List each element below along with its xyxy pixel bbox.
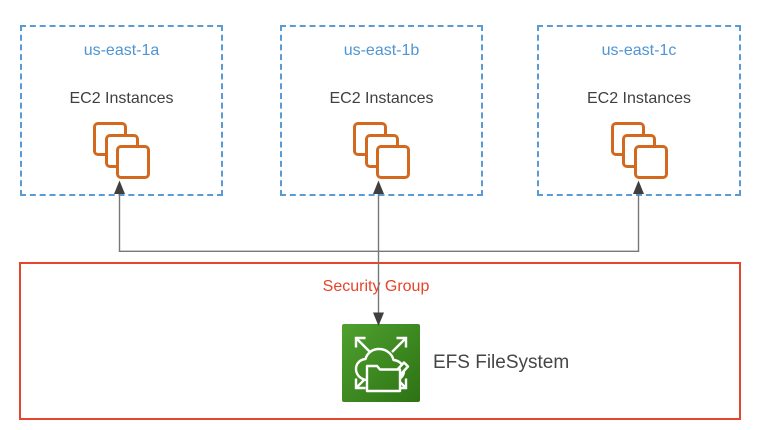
az-box-us-east-1a: us-east-1a EC2 Instances: [20, 25, 223, 196]
security-group-label: Security Group: [322, 278, 430, 295]
ec2-instances-label: EC2 Instances: [329, 90, 434, 107]
az-title: us-east-1c: [601, 42, 677, 59]
ec2-instances-icon: [610, 122, 668, 179]
ec2-square-front: [376, 145, 410, 179]
ec2-instances-label: EC2 Instances: [69, 90, 174, 107]
az-box-us-east-1b: us-east-1b EC2 Instances: [280, 25, 483, 196]
ec2-square-front: [633, 145, 668, 179]
efs-filesystem-icon: [342, 324, 420, 402]
ec2-square-front: [116, 145, 150, 179]
ec2-instances-icon: [93, 122, 150, 179]
efs-folder-icon: [365, 361, 410, 393]
az-box-us-east-1c: us-east-1c EC2 Instances: [537, 25, 741, 196]
efs-filesystem-label: EFS FileSystem: [433, 352, 570, 373]
efs-filesystem: EFS FileSystem: [342, 324, 569, 402]
ec2-instances-icon: [353, 122, 410, 179]
security-group-box: [19, 262, 741, 420]
az-title: us-east-1a: [83, 42, 160, 59]
ec2-instances-label: EC2 Instances: [586, 90, 692, 107]
az-title: us-east-1b: [343, 42, 420, 59]
